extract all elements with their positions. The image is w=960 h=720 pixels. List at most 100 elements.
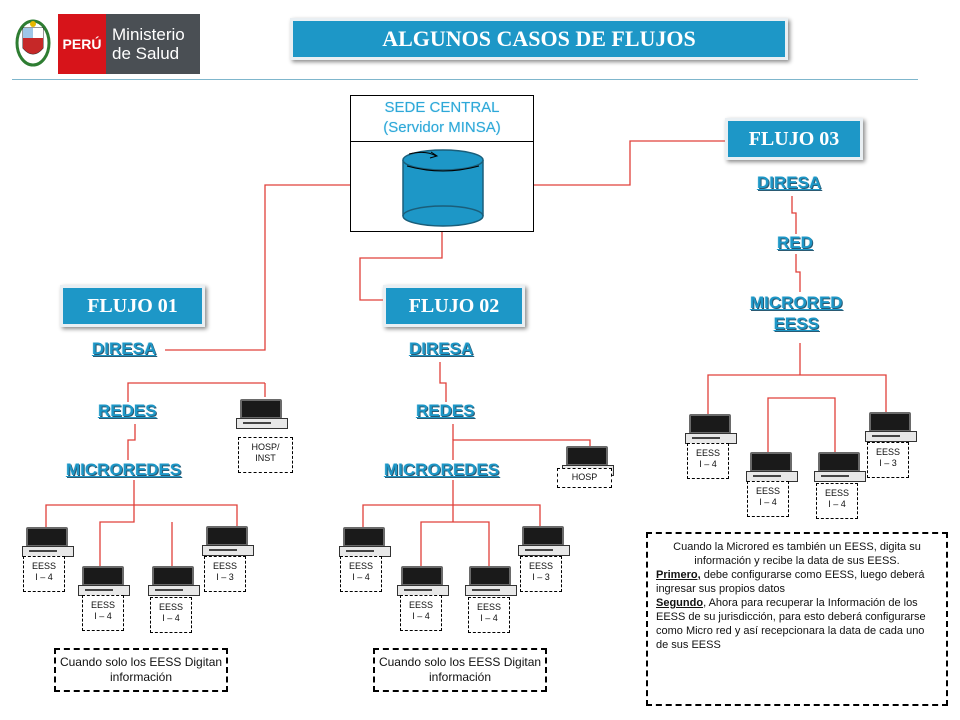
wire-flujo01-eess2 bbox=[99, 480, 135, 568]
wire-flujo03-red-diresa bbox=[791, 196, 797, 234]
primero-label: Primero, bbox=[656, 569, 701, 581]
wire-flujo03-eess2 bbox=[767, 397, 836, 456]
eess-tag-line2: I – 4 bbox=[412, 611, 430, 621]
flujo03-note: Cuando la Microred es también un EESS, d… bbox=[646, 532, 948, 706]
eess-tag-line1: EESS bbox=[476, 602, 501, 612]
computer-icon bbox=[78, 566, 130, 596]
flujo03-note-segundo: Segundo, Ahora para recuperar la Informa… bbox=[656, 596, 938, 652]
flujo03-eess-tag-3: EESS I – 4 bbox=[816, 483, 858, 519]
computer-icon bbox=[236, 399, 288, 429]
eess-tag-line1: EESS bbox=[158, 602, 183, 612]
computer-icon bbox=[814, 452, 866, 482]
computer-icon bbox=[865, 412, 917, 442]
flujo-02-badge: FLUJO 02 bbox=[383, 285, 525, 327]
flujo03-microred-line2: EESS bbox=[773, 314, 819, 333]
eess-tag-line2: I – 3 bbox=[879, 458, 897, 468]
flujo01-hosp-line1: HOSP/ bbox=[251, 442, 280, 452]
flujo01-eess-tag-3: EESS I – 4 bbox=[150, 597, 192, 633]
wire-flujo03-eess-bus bbox=[707, 374, 887, 418]
wire-flujo01-diresa-sede bbox=[165, 184, 350, 351]
flujo01-redes-label: REDES bbox=[98, 401, 157, 420]
flujo02-note: Cuando solo los EESS Digitan información bbox=[373, 648, 547, 692]
computer-icon bbox=[397, 566, 449, 596]
eess-tag-line1: EESS bbox=[875, 447, 900, 457]
wire-flujo02-eess2 bbox=[420, 521, 490, 568]
database-icon bbox=[402, 149, 484, 227]
flujo01-note: Cuando solo los EESS Digitan información bbox=[54, 648, 228, 692]
eess-tag-line1: EESS bbox=[824, 488, 849, 498]
peru-logo-label: PERÚ bbox=[58, 14, 106, 74]
coat-of-arms-logo bbox=[14, 16, 52, 70]
computer-icon bbox=[339, 527, 391, 557]
page-title: ALGUNOS CASOS DE FLUJOS bbox=[290, 18, 788, 60]
computer-icon bbox=[746, 452, 798, 482]
computer-icon bbox=[22, 527, 74, 557]
flujo01-microredes-label: MICROREDES bbox=[66, 460, 182, 479]
eess-tag-line1: EESS bbox=[695, 448, 720, 458]
wire-flujo03-micro-red bbox=[795, 254, 801, 292]
flujo01-eess-tag-4: EESS I – 3 bbox=[204, 556, 246, 592]
wire-flujo01-redes-diresa bbox=[127, 382, 265, 402]
sede-central-title: SEDE CENTRAL bbox=[384, 99, 500, 116]
primero-text: debe configurarse como EESS, luego deber… bbox=[656, 569, 925, 595]
flujo03-diresa-label: DIRESA bbox=[757, 173, 822, 192]
flujo01-diresa-label: DIRESA bbox=[92, 339, 157, 358]
wire-flujo01-micro-redes bbox=[127, 424, 136, 460]
flujo03-microred-label: MICRORED EESS bbox=[750, 292, 843, 334]
eess-tag-line2: I – 3 bbox=[216, 572, 234, 582]
sede-central-server bbox=[350, 141, 534, 232]
eess-tag-line2: I – 4 bbox=[759, 497, 777, 507]
flujo03-eess-tag-4: EESS I – 3 bbox=[867, 442, 909, 478]
computer-icon bbox=[148, 566, 200, 596]
computer-icon bbox=[202, 526, 254, 556]
wire-flujo02-redes-diresa bbox=[439, 362, 447, 402]
eess-tag-line1: EESS bbox=[90, 600, 115, 610]
eess-tag-line1: EESS bbox=[528, 561, 553, 571]
eess-tag-line2: I – 3 bbox=[532, 572, 550, 582]
flujo01-eess-tag-1: EESS I – 4 bbox=[23, 556, 65, 592]
flujo01-hosp-tag: HOSP/ INST bbox=[238, 437, 293, 473]
flujo03-eess-tag-2: EESS I – 4 bbox=[747, 481, 789, 517]
eess-tag-line1: EESS bbox=[755, 486, 780, 496]
flujo02-eess-tag-1: EESS I – 4 bbox=[340, 556, 382, 592]
eess-tag-line2: I – 4 bbox=[94, 611, 112, 621]
wire-flujo02-diresa-sede bbox=[359, 232, 443, 301]
flujo01-hosp-line2: INST bbox=[255, 453, 276, 463]
sede-central-label: SEDE CENTRAL (Servidor MINSA) bbox=[350, 95, 534, 141]
flujo03-note-intro: Cuando la Microred es también un EESS, d… bbox=[673, 541, 921, 567]
flujo02-diresa-label: DIRESA bbox=[409, 339, 474, 358]
header-divider bbox=[12, 79, 918, 80]
flujo03-eess-tag-1: EESS I – 4 bbox=[687, 443, 729, 479]
sede-central-subtitle: (Servidor MINSA) bbox=[383, 119, 501, 136]
flujo02-eess-tag-3: EESS I – 4 bbox=[468, 597, 510, 633]
flujo-03-badge: FLUJO 03 bbox=[725, 118, 863, 160]
wire-flujo03-diresa-sede bbox=[534, 140, 725, 186]
segundo-text: , Ahora para recuperar la Información de… bbox=[656, 597, 926, 651]
wire-flujo01-eess-bus bbox=[45, 504, 238, 528]
flujo02-hosp-tag: HOSP bbox=[557, 468, 612, 488]
wire-flujo02-hosp bbox=[452, 439, 591, 460]
flujo02-eess-tag-4: EESS I – 3 bbox=[520, 556, 562, 592]
eess-tag-line1: EESS bbox=[348, 561, 373, 571]
flujo02-microredes-label: MICROREDES bbox=[384, 460, 500, 479]
flujo-01-badge: FLUJO 01 bbox=[60, 285, 205, 327]
eess-tag-line2: I – 4 bbox=[828, 499, 846, 509]
flujo03-microred-line1: MICRORED bbox=[750, 293, 843, 312]
eess-tag-line1: EESS bbox=[212, 561, 237, 571]
segundo-label: Segundo bbox=[656, 597, 704, 609]
ministry-logo-label: Ministerio de Salud bbox=[106, 14, 200, 74]
eess-tag-line2: I – 4 bbox=[35, 572, 53, 582]
computer-icon bbox=[518, 526, 570, 556]
eess-tag-line1: EESS bbox=[408, 600, 433, 610]
eess-tag-line2: I – 4 bbox=[352, 572, 370, 582]
flujo01-eess-tag-2: EESS I – 4 bbox=[82, 595, 124, 631]
flujo02-eess-tag-2: EESS I – 4 bbox=[400, 595, 442, 631]
computer-icon bbox=[685, 414, 737, 444]
flujo03-red-label: RED bbox=[777, 233, 813, 252]
computer-icon bbox=[465, 566, 517, 596]
flujo03-note-primero: Primero, debe configurarse como EESS, lu… bbox=[656, 568, 938, 596]
eess-tag-line2: I – 4 bbox=[480, 613, 498, 623]
eess-tag-line2: I – 4 bbox=[162, 613, 180, 623]
flujo02-redes-label: REDES bbox=[416, 401, 475, 420]
eess-tag-line1: EESS bbox=[31, 561, 56, 571]
